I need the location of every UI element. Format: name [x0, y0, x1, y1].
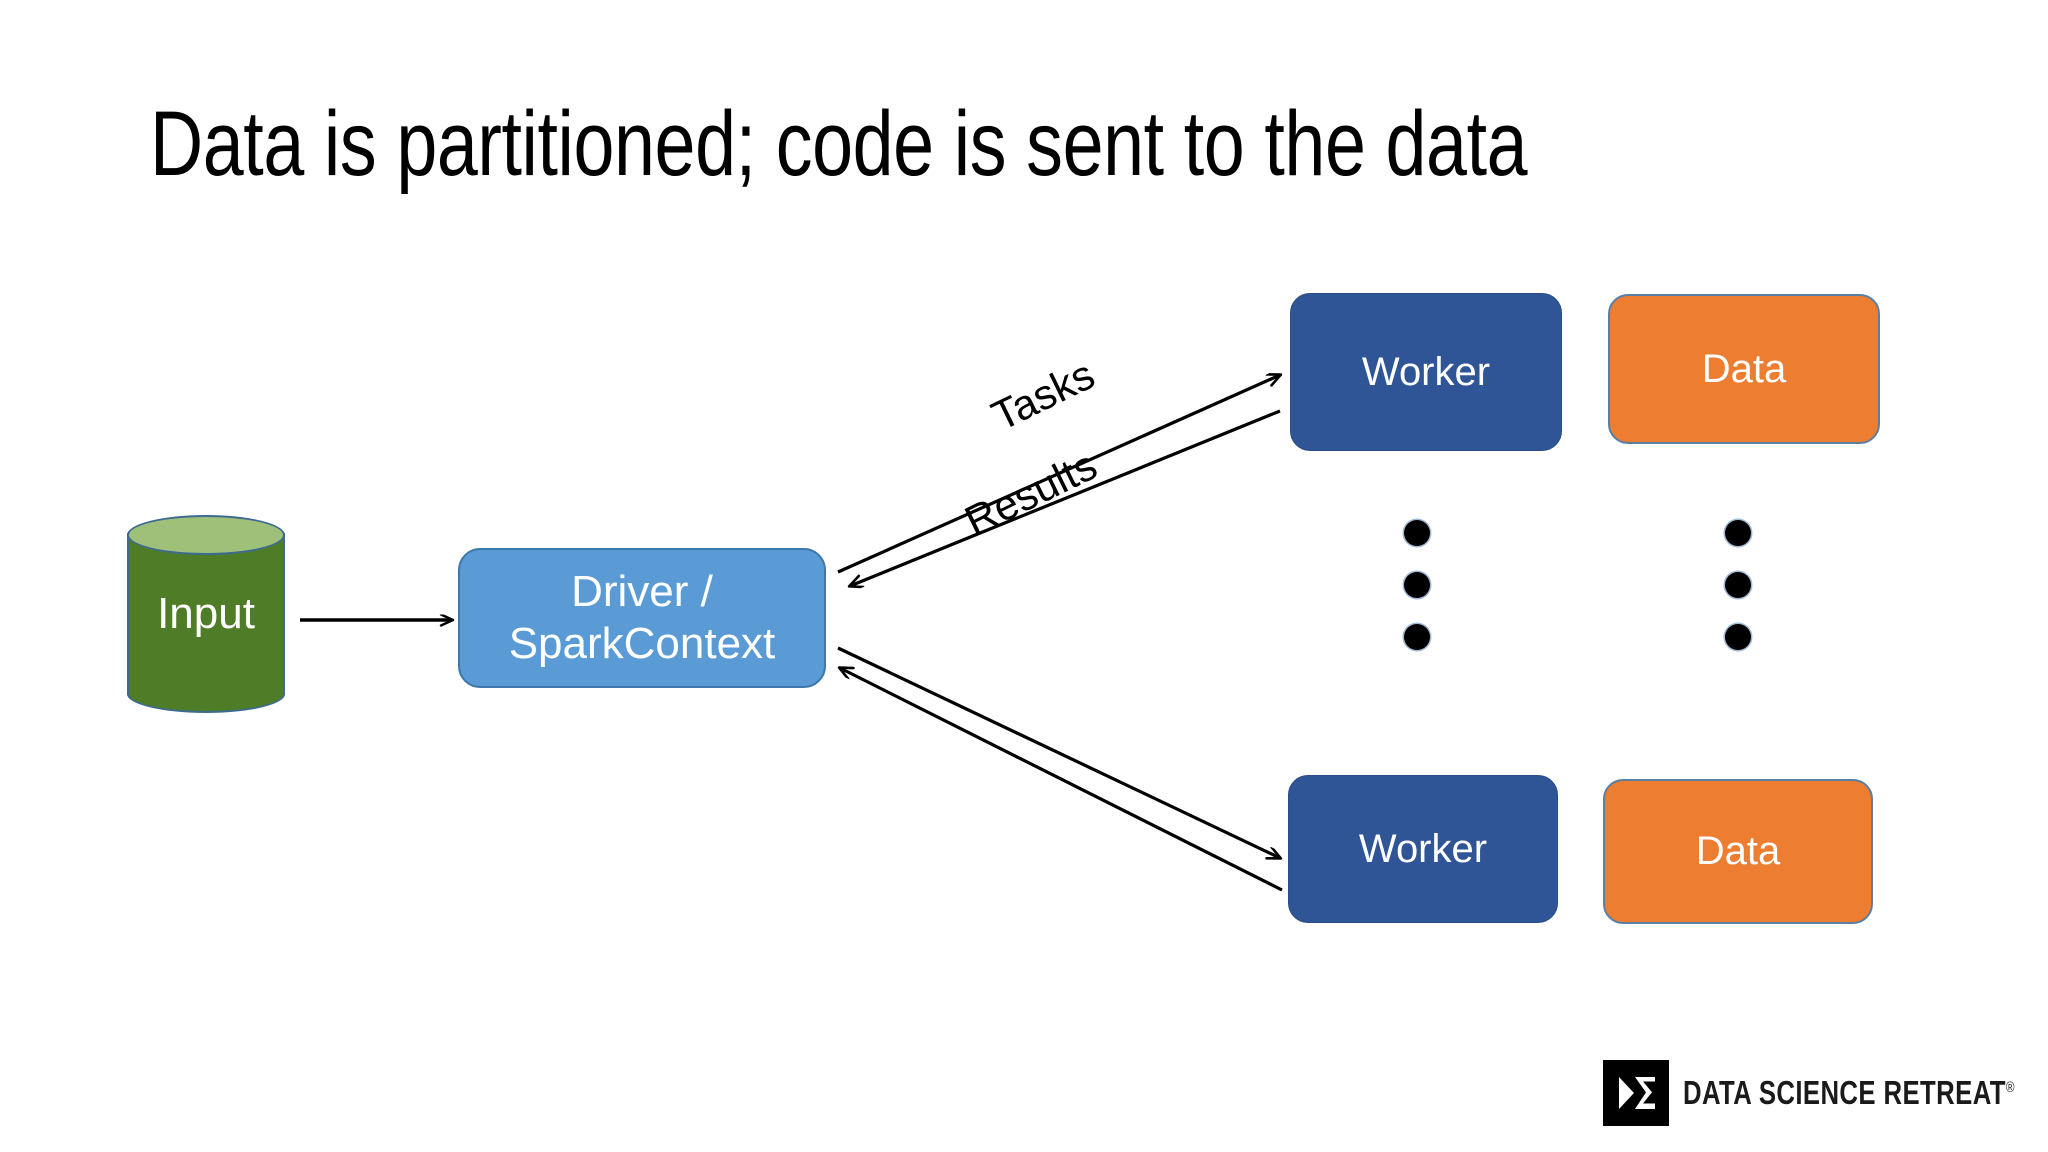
brand-logo-text: DATA SCIENCE RETREAT® — [1683, 1074, 2015, 1112]
registered-mark: ® — [2005, 1079, 2015, 1096]
triangle-sigma-icon — [1603, 1060, 1669, 1126]
ellipsis-dot — [1725, 624, 1751, 650]
node-data-bottom-label: Data — [1695, 829, 1781, 873]
node-driver-sparkcontext[interactable]: Driver / SparkContext — [458, 548, 826, 688]
node-driver-text: Driver / SparkContext — [509, 566, 776, 670]
node-data-top-label: Data — [1701, 346, 1787, 391]
ellipsis-dot — [1404, 520, 1430, 546]
ellipsis-dot — [1725, 572, 1751, 598]
ellipsis-dot — [1725, 520, 1751, 546]
cylinder-body — [127, 533, 285, 695]
edge-driver-to-worker-bottom — [837, 646, 1280, 858]
node-data-bottom[interactable]: Data — [1603, 779, 1873, 924]
edge-label-results: Results — [957, 441, 1104, 545]
node-worker-top[interactable]: Worker — [1290, 293, 1562, 451]
page-title: Data is partitioned; code is sent to the… — [150, 93, 1528, 195]
node-driver-line1: Driver / — [571, 567, 713, 617]
ellipsis-workers — [1404, 520, 1430, 650]
cylinder-top-ellipse — [127, 515, 285, 555]
node-driver-line2: SparkContext — [508, 619, 776, 668]
edge-label-tasks: Tasks — [984, 350, 1102, 440]
node-input-label: Input — [157, 589, 255, 638]
edge-worker-bottom-to-driver — [840, 668, 1283, 892]
ellipsis-data — [1725, 520, 1751, 650]
node-input-cylinder[interactable]: Input — [127, 515, 285, 713]
node-worker-top-label: Worker — [1361, 349, 1491, 394]
node-worker-bottom-label: Worker — [1358, 826, 1488, 871]
ellipsis-dot — [1404, 572, 1430, 598]
ellipsis-dot — [1404, 624, 1430, 650]
brand-logo-wordmark: DATA SCIENCE RETREAT — [1683, 1074, 2006, 1111]
brand-logo: DATA SCIENCE RETREAT® — [1603, 1060, 2048, 1126]
node-data-top[interactable]: Data — [1608, 294, 1880, 444]
node-worker-bottom[interactable]: Worker — [1288, 775, 1558, 923]
